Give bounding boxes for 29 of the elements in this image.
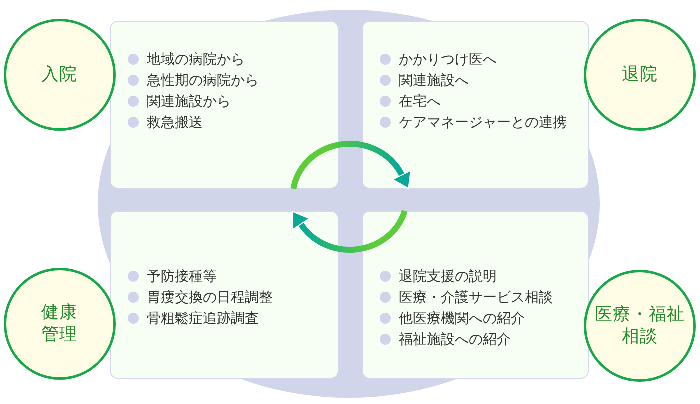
list-item: ケアマネージャーとの連携 <box>399 114 567 132</box>
info-card <box>110 21 339 189</box>
list-item: 胃瘻交換の日程調整 <box>147 288 273 306</box>
category-circle <box>584 270 696 382</box>
list-item: 骨粗鬆症追跡調査 <box>147 310 259 328</box>
list-item: 在宅へ <box>399 92 441 110</box>
curved-arrow <box>292 210 408 253</box>
list-item: 関連施設へ <box>399 72 469 90</box>
category-circle <box>4 19 116 131</box>
list-item: 他医療機関への紹介 <box>399 310 525 328</box>
curved-arrow <box>290 141 412 190</box>
circle-label: 入院 <box>42 64 78 86</box>
list-item: 退院支援の説明 <box>399 268 497 286</box>
list-item: 救急搬送 <box>147 114 203 132</box>
list-item: かかりつけ医へ <box>399 50 497 68</box>
list-item: 急性期の病院から <box>147 72 259 90</box>
info-card <box>362 21 589 189</box>
list-item: 福祉施設への紹介 <box>399 330 511 348</box>
category-circle <box>584 19 696 131</box>
circle-label: 退院 <box>622 64 658 86</box>
info-card <box>362 211 589 379</box>
list-item: 予防接種等 <box>147 268 217 286</box>
list-item: 地域の病院から <box>147 50 245 68</box>
circle-label: 医療・福祉相談 <box>594 304 686 348</box>
list-item: 関連施設から <box>147 92 231 110</box>
list-item: 医療・介護サービス相談 <box>399 288 553 306</box>
info-card <box>110 211 339 379</box>
circle-label: 健康管理 <box>40 302 78 346</box>
category-circle <box>4 268 116 380</box>
